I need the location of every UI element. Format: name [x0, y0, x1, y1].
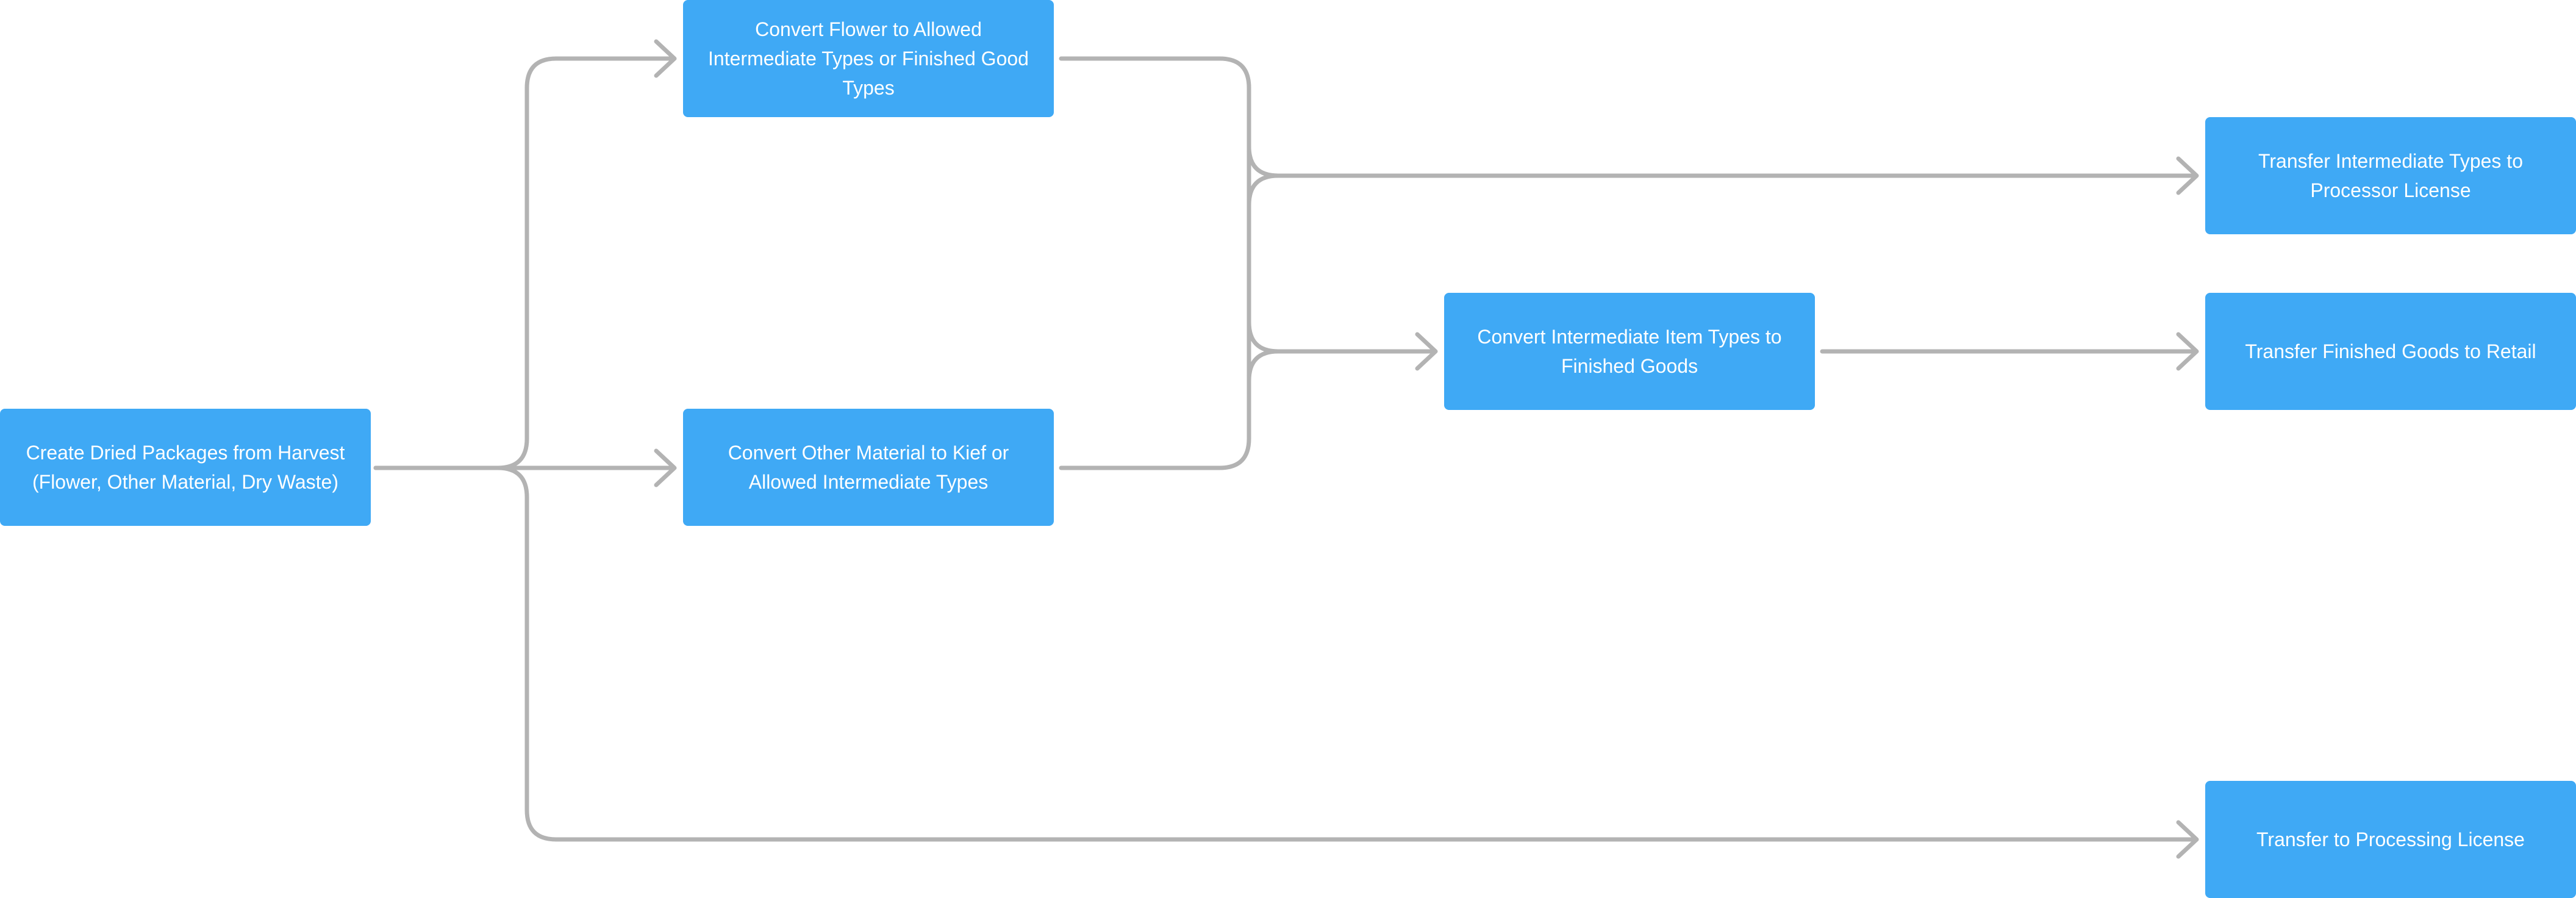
- node-convert-flower[interactable]: Convert Flower to Allowed Intermediate T…: [683, 0, 1054, 117]
- node-transfer-processing[interactable]: Transfer to Processing License: [2205, 781, 2576, 898]
- node-label: Convert Other Material to Kief or Allowe…: [728, 442, 1009, 493]
- node-transfer-intermediate[interactable]: Transfer Intermediate Types to Processor…: [2205, 117, 2576, 234]
- node-label: Transfer to Processing License: [2256, 828, 2525, 850]
- node-label: Create Dried Packages from Harvest (Flow…: [26, 442, 345, 493]
- node-transfer-finished[interactable]: Transfer Finished Goods to Retail: [2205, 293, 2576, 410]
- arrowhead-convert-flower: [654, 39, 677, 78]
- node-label: Transfer Intermediate Types to Processor…: [2258, 150, 2523, 201]
- edge-to-transfer-intermediate: [1247, 144, 2198, 178]
- edge-to-convert-intermediate-b: [1247, 349, 1281, 383]
- edge-to-convert-intermediate: [1247, 320, 1437, 354]
- node-create-dried-packages[interactable]: Create Dried Packages from Harvest (Flow…: [0, 409, 371, 526]
- arrowhead-transfer-processing: [2176, 820, 2199, 859]
- arrowhead-convert-intermediate: [1415, 332, 1438, 371]
- edge-create-to-transfer-processing: [495, 465, 2198, 842]
- node-convert-intermediate[interactable]: Convert Intermediate Item Types to Finis…: [1444, 293, 1815, 410]
- node-label: Convert Flower to Allowed Intermediate T…: [708, 18, 1029, 99]
- node-label: Transfer Finished Goods to Retail: [2245, 340, 2536, 362]
- node-convert-other-material[interactable]: Convert Other Material to Kief or Allowe…: [683, 409, 1054, 526]
- edge-create-to-convert-flower: [373, 56, 676, 470]
- edge-to-transfer-intermediate-b: [1247, 173, 1281, 207]
- arrowhead-transfer-finished: [2176, 332, 2199, 371]
- node-label: Convert Intermediate Item Types to Finis…: [1477, 326, 1782, 377]
- arrowhead-transfer-intermediate: [2176, 156, 2199, 195]
- edge-convert-flower-out: [1059, 56, 1251, 470]
- arrowhead-convert-other: [654, 448, 677, 487]
